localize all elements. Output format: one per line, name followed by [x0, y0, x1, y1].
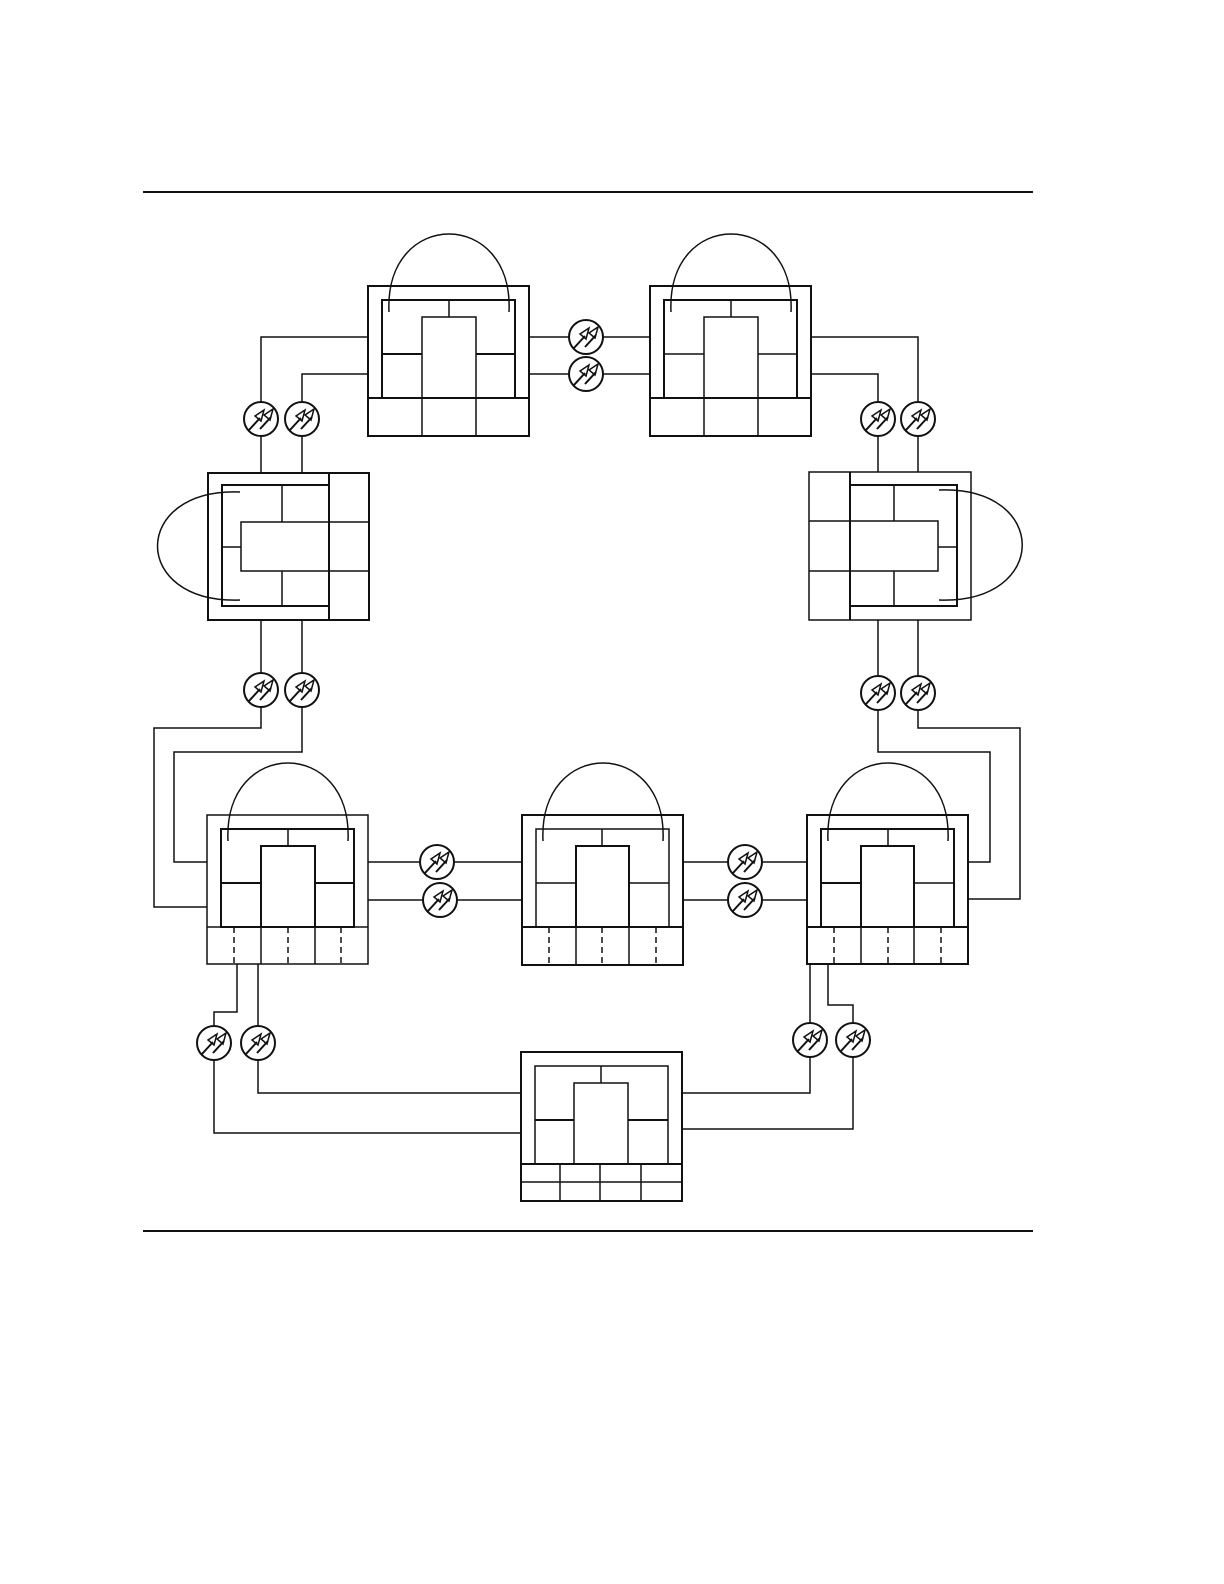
optical-transceiver-icon: [569, 357, 603, 391]
optical-transceiver-icon: [861, 676, 895, 710]
node-bottom: [521, 1052, 682, 1201]
optical-transceiver-icon: [420, 845, 454, 879]
optical-transceiver-icon: [901, 676, 935, 710]
optical-transceiver-icon: [285, 673, 319, 707]
node-mid-right: [809, 472, 1022, 620]
optical-transceiver-icon: [861, 402, 895, 436]
node-lower-center: [522, 763, 683, 965]
optical-transceiver-icon: [244, 402, 278, 436]
diagram-drawing: [154, 234, 1022, 1201]
node-top-right: [650, 234, 811, 436]
optical-transceiver-icon: [901, 402, 935, 436]
node-lower-left: [207, 763, 368, 964]
optical-transceiver-icon: [728, 883, 762, 917]
optical-transceiver-icon: [836, 1023, 870, 1057]
optical-transceiver-icon: [423, 883, 457, 917]
transceivers: [197, 320, 935, 1060]
optical-transceiver-icon: [285, 402, 319, 436]
node-mid-left: [158, 473, 370, 620]
optical-transceiver-icon: [244, 673, 278, 707]
optical-transceiver-icon: [728, 845, 762, 879]
optical-transceiver-icon: [793, 1023, 827, 1057]
optical-transceiver-icon: [197, 1026, 231, 1060]
node-lower-right: [807, 763, 968, 964]
link-lines: [154, 337, 1020, 1133]
optical-transceiver-icon: [241, 1026, 275, 1060]
node-top-left: [368, 234, 529, 436]
optical-transceiver-icon: [569, 320, 603, 354]
